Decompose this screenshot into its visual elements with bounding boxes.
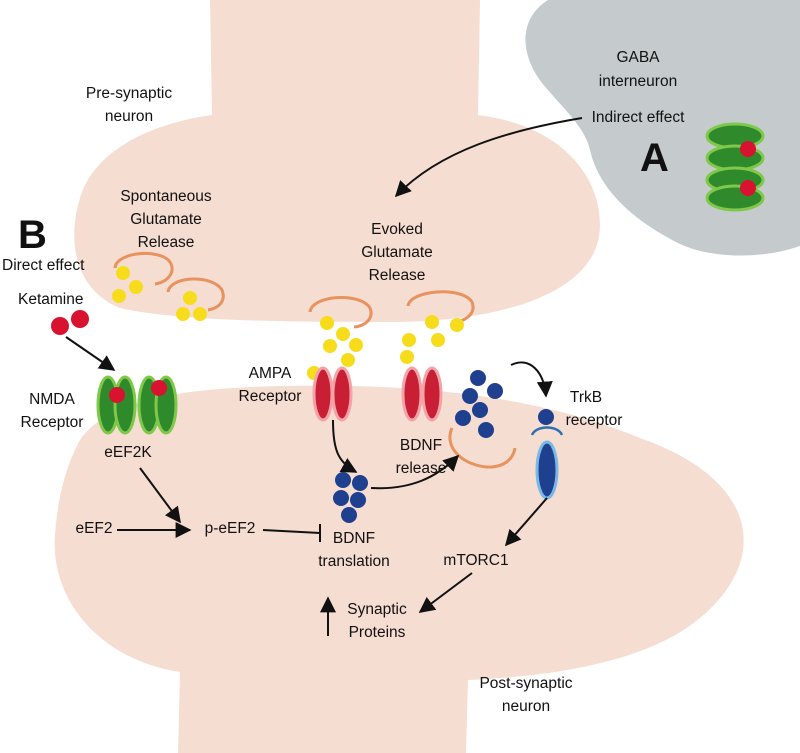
glutamate-dot [341, 353, 355, 367]
indirect-effect-arrow [394, 117, 583, 198]
glutamate-dot [450, 318, 464, 332]
bdnf-to-trkb-arrow [510, 361, 553, 398]
trkb-label-line2: receptor [566, 412, 623, 429]
glutamate-dot [425, 315, 439, 329]
bdnf-dot [333, 490, 349, 506]
gaba-label-line1: GABA [616, 49, 660, 66]
bdnf-dot [352, 475, 368, 491]
bdnf-dot [462, 388, 478, 404]
trkb-to-mtorc1-arrow [504, 497, 548, 547]
ampa-label-line2: Receptor [239, 388, 302, 405]
glutamate-dot [193, 307, 207, 321]
eef2k-label: eEF2K [104, 444, 152, 461]
presynaptic-label-line1: Pre-synaptic [86, 85, 172, 102]
gaba-receptor-icon [705, 122, 765, 212]
trkb-receptor-icon [530, 426, 564, 500]
glutamate-dot [129, 280, 143, 294]
trkb-label-line1: TrkB [570, 389, 602, 406]
ampa-to-translation-arrow [332, 419, 358, 473]
presynaptic-neuron [74, 0, 601, 322]
bdnf-dot [478, 422, 494, 438]
ketamine-label: Ketamine [18, 291, 83, 308]
bdnf-dot [335, 472, 351, 488]
vesicle-icon [308, 296, 373, 329]
ketamine-molecule [71, 310, 89, 328]
bdnf-release-arrow [370, 454, 460, 490]
eef2-label: eEF2 [75, 520, 112, 537]
bdnf-translation-label-line1: BDNF [333, 530, 375, 547]
glutamate-dot [431, 333, 445, 347]
vesicle-icon [166, 277, 225, 312]
bdnf-dot [350, 492, 366, 508]
glutamate-dot [402, 333, 416, 347]
bdnf-dot [487, 383, 503, 399]
bdnf-dot [538, 409, 554, 425]
peef2-inhibits-translation [262, 529, 321, 534]
bdnf-dot [470, 370, 486, 386]
bdnf-dot [341, 507, 357, 523]
eef2k-to-peef2-arrow [139, 467, 181, 524]
ampa-receptor-icon [312, 366, 353, 422]
synaptic-proteins-label-line1: Synaptic [347, 601, 407, 618]
panel-b-label: B [18, 213, 47, 257]
presynaptic-label-line2: neuron [105, 108, 153, 125]
glutamate-dot [349, 338, 363, 352]
vesicle-icon [113, 251, 174, 286]
glutamate-dot [320, 316, 334, 330]
bdnf-dot [472, 402, 488, 418]
glutamate-dot [400, 350, 414, 364]
glutamate-dot [112, 289, 126, 303]
p-eef2-label: p-eEF2 [205, 520, 256, 537]
glutamate-dot [336, 327, 350, 341]
direct-effect-label: Direct effect [2, 257, 85, 274]
ampa-label-line1: AMPA [249, 365, 292, 382]
bdnf-translation-label-line2: translation [318, 553, 390, 570]
gaba-label-line2: interneuron [599, 73, 677, 90]
glutamate-dot [176, 307, 190, 321]
vesicle-icon [448, 427, 517, 469]
evoked-label-line2: Glutamate [361, 244, 433, 261]
nmda-receptor-icon [96, 375, 178, 435]
mtorc1-label: mTORC1 [443, 552, 508, 569]
ketamine-molecule [51, 317, 69, 335]
postsynaptic-neuron [54, 385, 744, 753]
ampa-receptor-icon [401, 366, 443, 422]
bdnf-release-label-line2: release [396, 460, 447, 477]
nmda-label-line1: NMDA [29, 391, 75, 408]
glutamate-dot [323, 339, 337, 353]
evoked-label-line3: Release [369, 267, 426, 284]
postsynaptic-label-line1: Post-synaptic [479, 675, 572, 692]
spontaneous-label-line3: Release [138, 234, 195, 251]
spontaneous-label-line2: Glutamate [130, 211, 202, 228]
bdnf-dot [455, 410, 471, 426]
evoked-label-line1: Evoked [371, 221, 423, 238]
glutamate-dot [116, 266, 130, 280]
ketamine-to-nmda-arrow [65, 336, 116, 371]
bdnf-release-label-line1: BDNF [400, 437, 442, 454]
vesicle-icon [406, 290, 475, 324]
mtorc1-to-proteins-arrow [418, 572, 473, 613]
glutamate-dot [183, 291, 197, 305]
postsynaptic-label-line2: neuron [502, 698, 550, 715]
nmda-label-line2: Receptor [21, 414, 84, 431]
indirect-effect-label: Indirect effect [592, 109, 685, 126]
panel-a-label: A [640, 136, 669, 180]
synaptic-proteins-label-line2: Proteins [349, 624, 406, 641]
spontaneous-label-line1: Spontaneous [120, 188, 212, 205]
